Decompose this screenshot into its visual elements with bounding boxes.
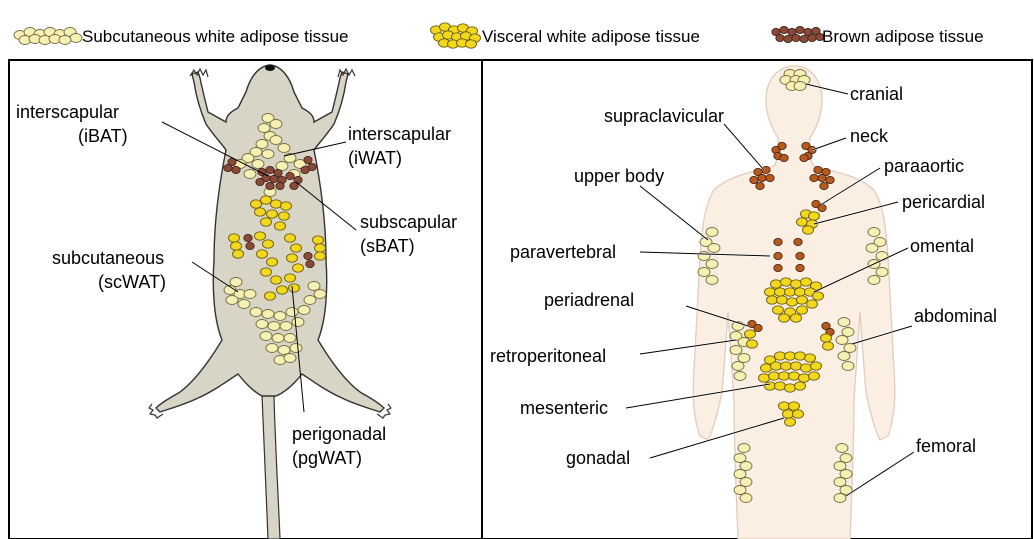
label-subcutaneous-abbr: (scWAT) [98,272,166,292]
legend: Subcutaneous white adipose tissue Viscer… [14,23,984,48]
label-perigonadal-abbr: (pgWAT) [292,448,362,468]
label-paravertebral: paravertebral [510,242,616,262]
label-supraclavicular: supraclavicular [604,106,724,126]
label-abdominal: abdominal [914,306,997,326]
label-interscapular-ibat: interscapular [16,102,119,122]
label-subcutaneous: subcutaneous [52,248,164,268]
legend-subcutaneous-swatch [14,28,82,45]
label-omental: omental [910,236,974,256]
legend-subcutaneous-label: Subcutaneous white adipose tissue [82,27,349,46]
label-pericardial: pericardial [902,192,985,212]
label-interscapular-iwat: interscapular [348,124,451,144]
leader-femoral [846,452,914,496]
mouse-illustration: interscapular (iBAT) interscapular (iWAT… [16,65,457,539]
label-perigonadal: perigonadal [292,424,386,444]
leader-upper-body [640,186,708,240]
label-subscapular: subscapular [360,212,457,232]
label-neck: neck [850,126,889,146]
legend-visceral-swatch [431,23,481,48]
label-mesenteric: mesenteric [520,398,608,418]
label-cranial: cranial [850,84,903,104]
label-interscapular-iwat-abbr: (iWAT) [348,148,402,168]
legend-brown-label: Brown adipose tissue [822,27,984,46]
label-retroperitoneal: retroperitoneal [490,346,606,366]
label-femoral: femoral [916,436,976,456]
mouse-nose [265,65,275,71]
label-paraaortic: paraaortic [884,156,964,176]
label-upper-body: upper body [574,166,664,186]
label-interscapular-ibat-abbr: (iBAT) [78,126,128,146]
label-subscapular-abbr: (sBAT) [360,236,415,256]
leader-neck [812,138,846,150]
legend-brown-swatch [772,26,824,42]
mouse-tail [262,395,280,539]
label-periadrenal: periadrenal [544,290,634,310]
label-gonadal: gonadal [566,448,630,468]
legend-visceral-label: Visceral white adipose tissue [482,27,700,46]
human-illustration: cranial supraclavicular neck paraaortic … [490,66,997,539]
leader-supraclavicular [724,124,764,170]
